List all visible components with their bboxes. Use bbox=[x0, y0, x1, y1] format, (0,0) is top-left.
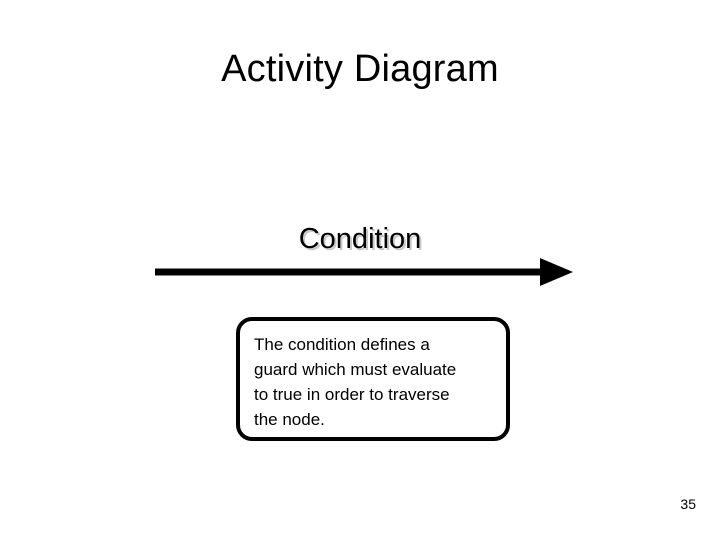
note-callout-box: The condition defines a guard which must… bbox=[236, 317, 510, 441]
page-number: 35 bbox=[680, 496, 696, 512]
note-callout-text: The condition defines a guard which must… bbox=[254, 335, 457, 429]
condition-label: Condition bbox=[298, 223, 422, 255]
page-title: Activity Diagram bbox=[221, 48, 499, 90]
right-arrow-icon bbox=[155, 258, 573, 286]
